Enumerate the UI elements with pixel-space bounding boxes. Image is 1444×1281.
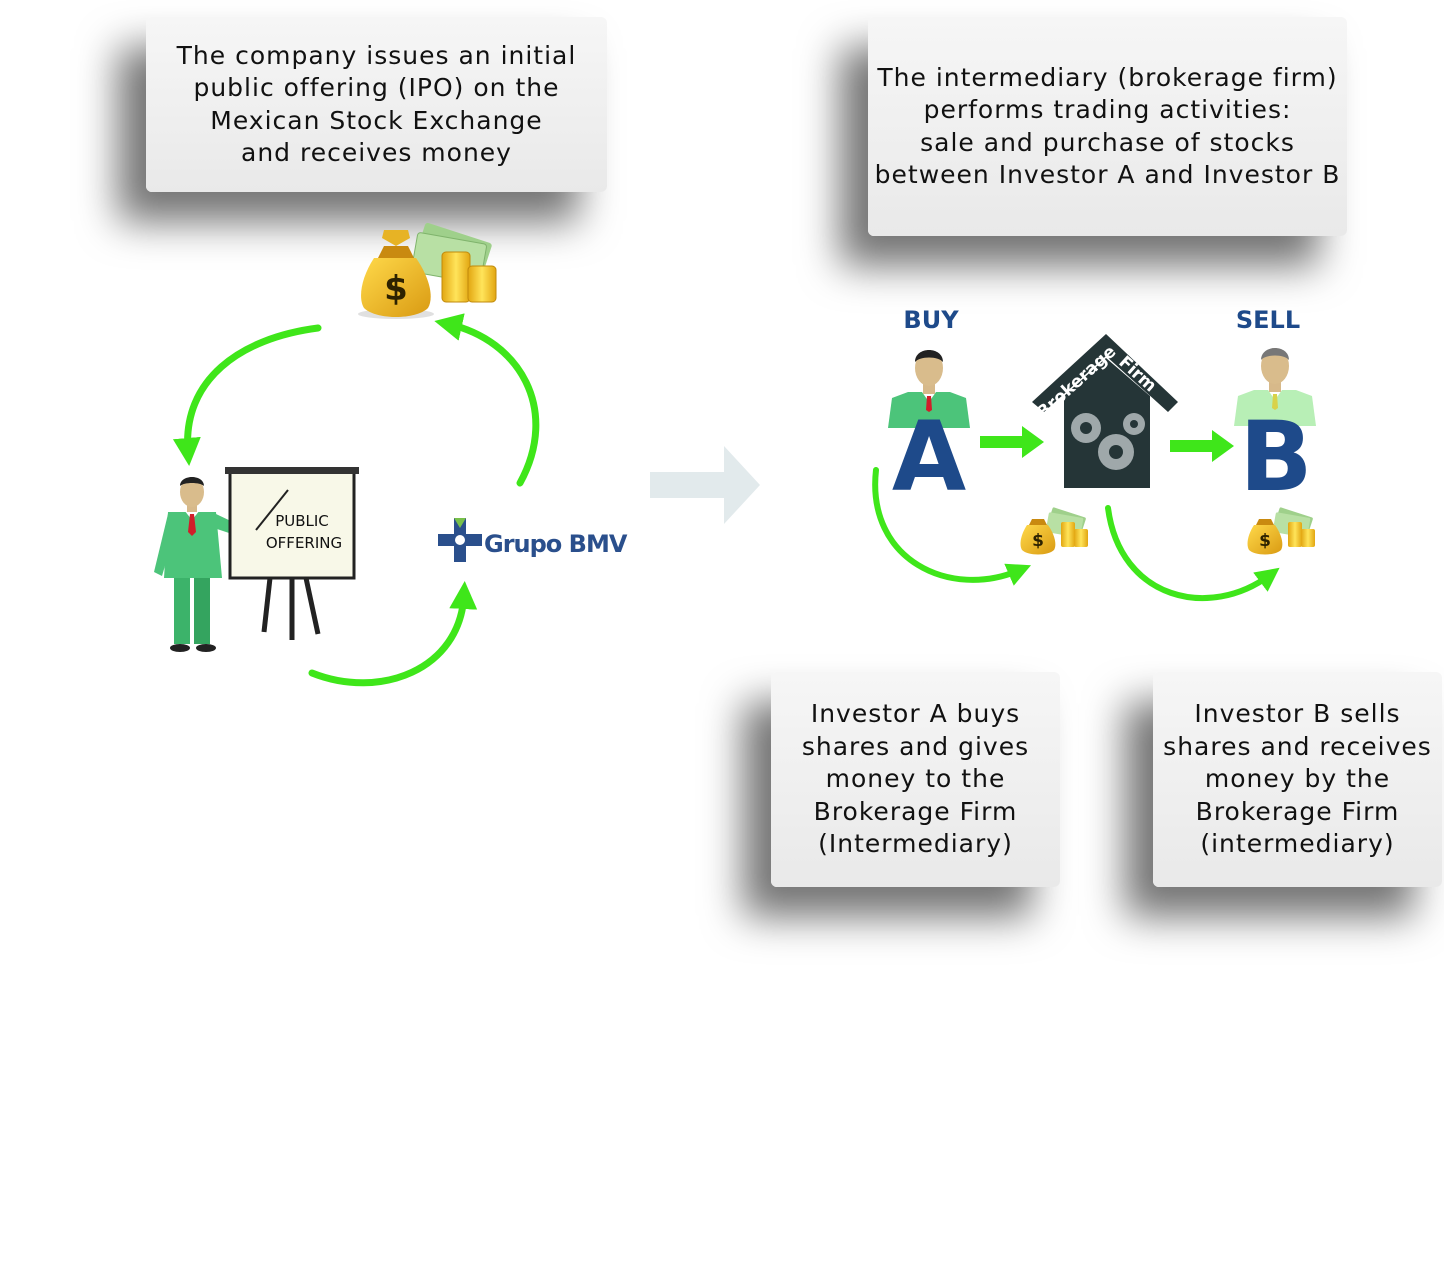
investor-b-letter: B [1239,401,1312,513]
board-line-2: OFFERING [266,534,342,552]
investor-b-description-text: Investor B sells shares and receives mon… [1163,699,1432,859]
ipo-description-text: The company issues an initial public off… [176,40,577,168]
gear-icon [1071,413,1145,470]
ipo-description-card: The company issues an initial public off… [146,17,607,192]
arrow-money-to-company [172,324,322,466]
investor-a-letter: A [892,401,966,513]
arrow-a-to-money [872,467,1032,586]
arrow-firm-to-b [1170,430,1234,462]
investor-b-description-card: Investor B sells shares and receives mon… [1153,672,1442,887]
public-offering-board: PUBLIC OFFERING [225,467,359,640]
buy-label: BUY [903,306,959,334]
intermediary-description-text: The intermediary (brokerage firm) perfor… [874,62,1341,190]
svg-text:$: $ [384,269,408,309]
arrow-bmv-to-money [434,313,540,487]
brokerage-firm-house-icon: Brokerage Firm [1032,334,1178,488]
investor-a-icon [888,350,970,428]
intermediary-description-card: The intermediary (brokerage firm) perfor… [868,17,1347,236]
money-bag-small-icon-a: $ [1020,507,1088,555]
bmv-brand-text: Grupo BMV [484,530,628,558]
arrow-firm-to-money [1105,505,1280,602]
money-bag-icon: $ [358,222,497,319]
arrow-company-to-bmv [308,581,478,687]
transition-arrow-icon [650,446,760,524]
bmv-star-icon [438,518,482,562]
trade-flow-arrows [980,426,1234,462]
svg-text:$: $ [1259,531,1271,551]
grupo-bmv-logo: Grupo BMV [438,518,629,562]
sell-label: SELL [1236,306,1300,334]
investor-a-description-text: Investor A buys shares and gives money t… [801,699,1030,859]
money-flow-arrows [872,467,1280,602]
investor-b-icon [1234,348,1316,426]
money-bag-small-icon-b: $ [1247,507,1315,555]
ipo-cycle-arrows [172,313,540,687]
svg-text:$: $ [1032,531,1044,551]
investor-a-description-card: Investor A buys shares and gives money t… [771,672,1060,887]
arrow-a-to-firm [980,426,1044,458]
board-line-1: PUBLIC [275,512,329,530]
